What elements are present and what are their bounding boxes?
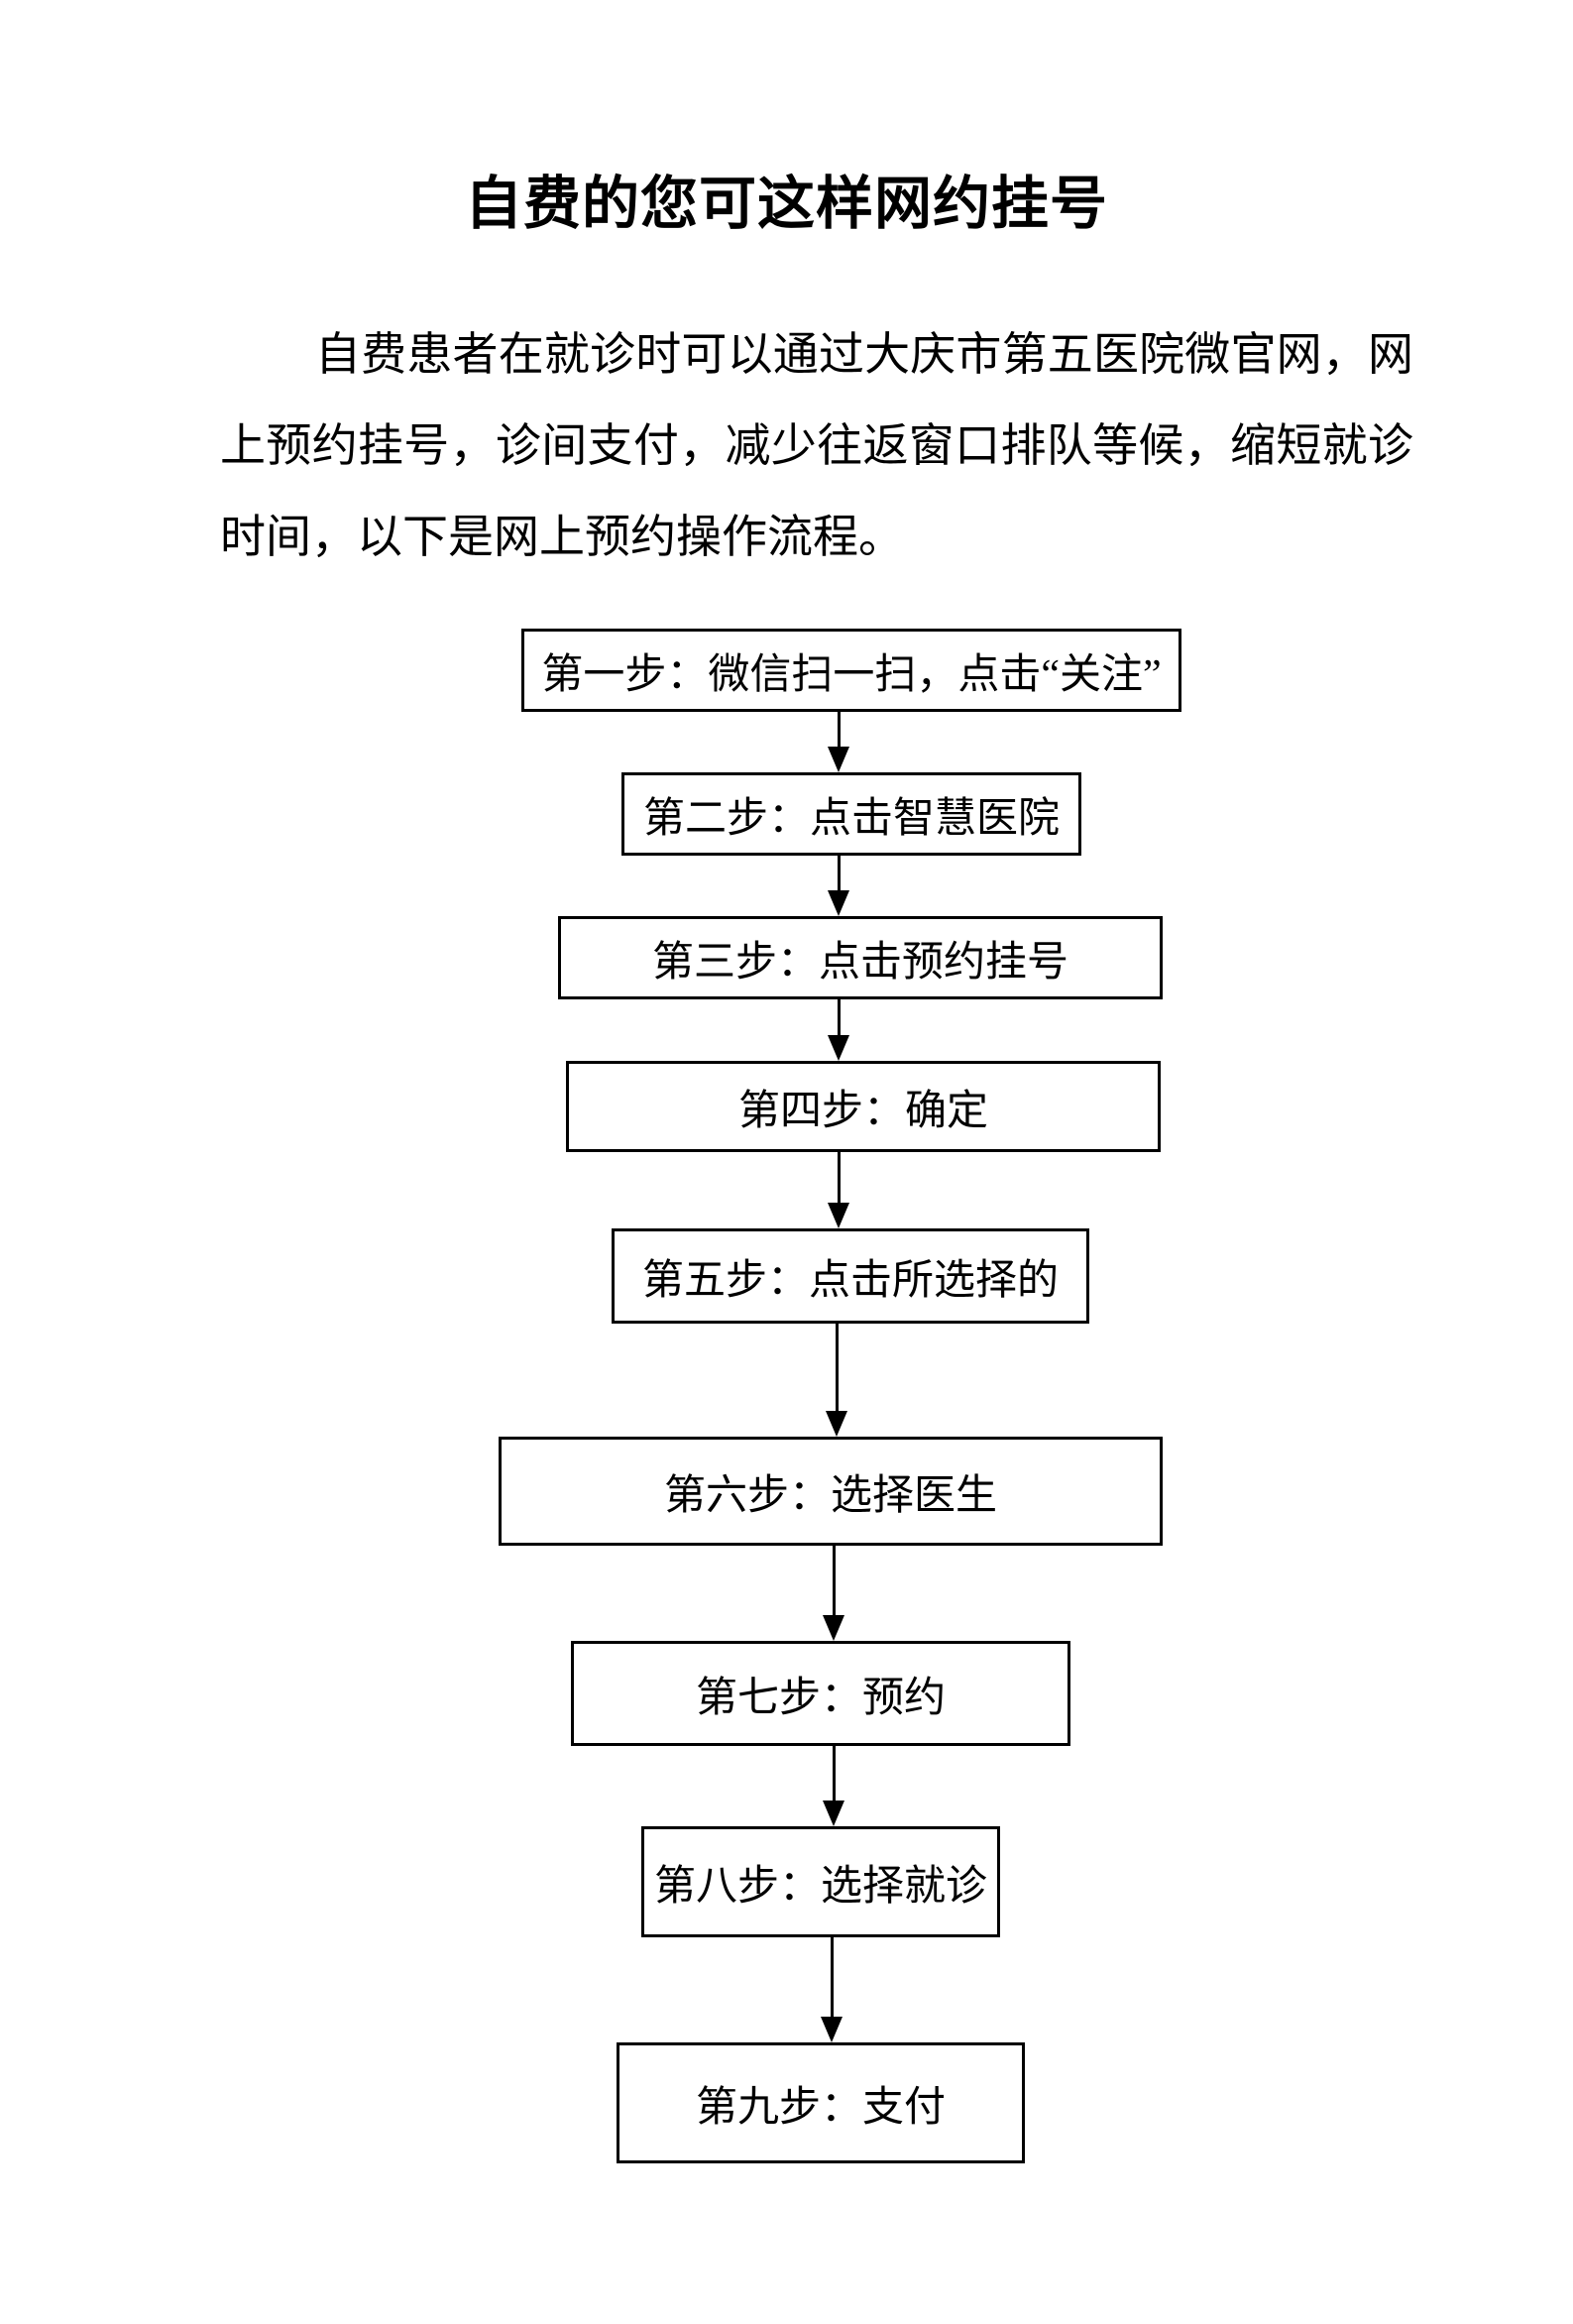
flow-step-3: 第三步：点击预约挂号 [558,916,1163,999]
flow-step-4: 第四步：确定 [566,1061,1161,1152]
down-arrow-connector [828,1152,849,1228]
flow-step-9: 第九步：支付 [617,2042,1025,2163]
flow-step-5: 第五步：点击所选择的 [612,1228,1089,1324]
down-arrow-connector [821,1937,843,2042]
down-arrow-connector [826,1324,847,1437]
flow-step-8: 第八步：选择就诊 [641,1826,1000,1937]
flow-step-7: 第七步：预约 [571,1641,1070,1746]
intro-paragraph: 自费患者在就诊时可以通过大庆市第五医院微官网，网上预约挂号，诊间支付，减少往返窗… [220,329,1413,562]
down-arrow-connector [823,1746,844,1826]
flow-step-6: 第六步：选择医生 [499,1437,1163,1546]
down-arrow-connector [828,856,849,916]
down-arrow-connector [828,999,849,1061]
flow-step-1: 第一步：微信扫一扫，点击“关注” [521,629,1181,712]
down-arrow-connector [823,1546,844,1641]
down-arrow-connector [828,712,849,772]
flow-step-2: 第二步：点击智慧医院 [621,772,1081,856]
page-title: 自费的您可这样网约挂号 [464,172,1108,236]
